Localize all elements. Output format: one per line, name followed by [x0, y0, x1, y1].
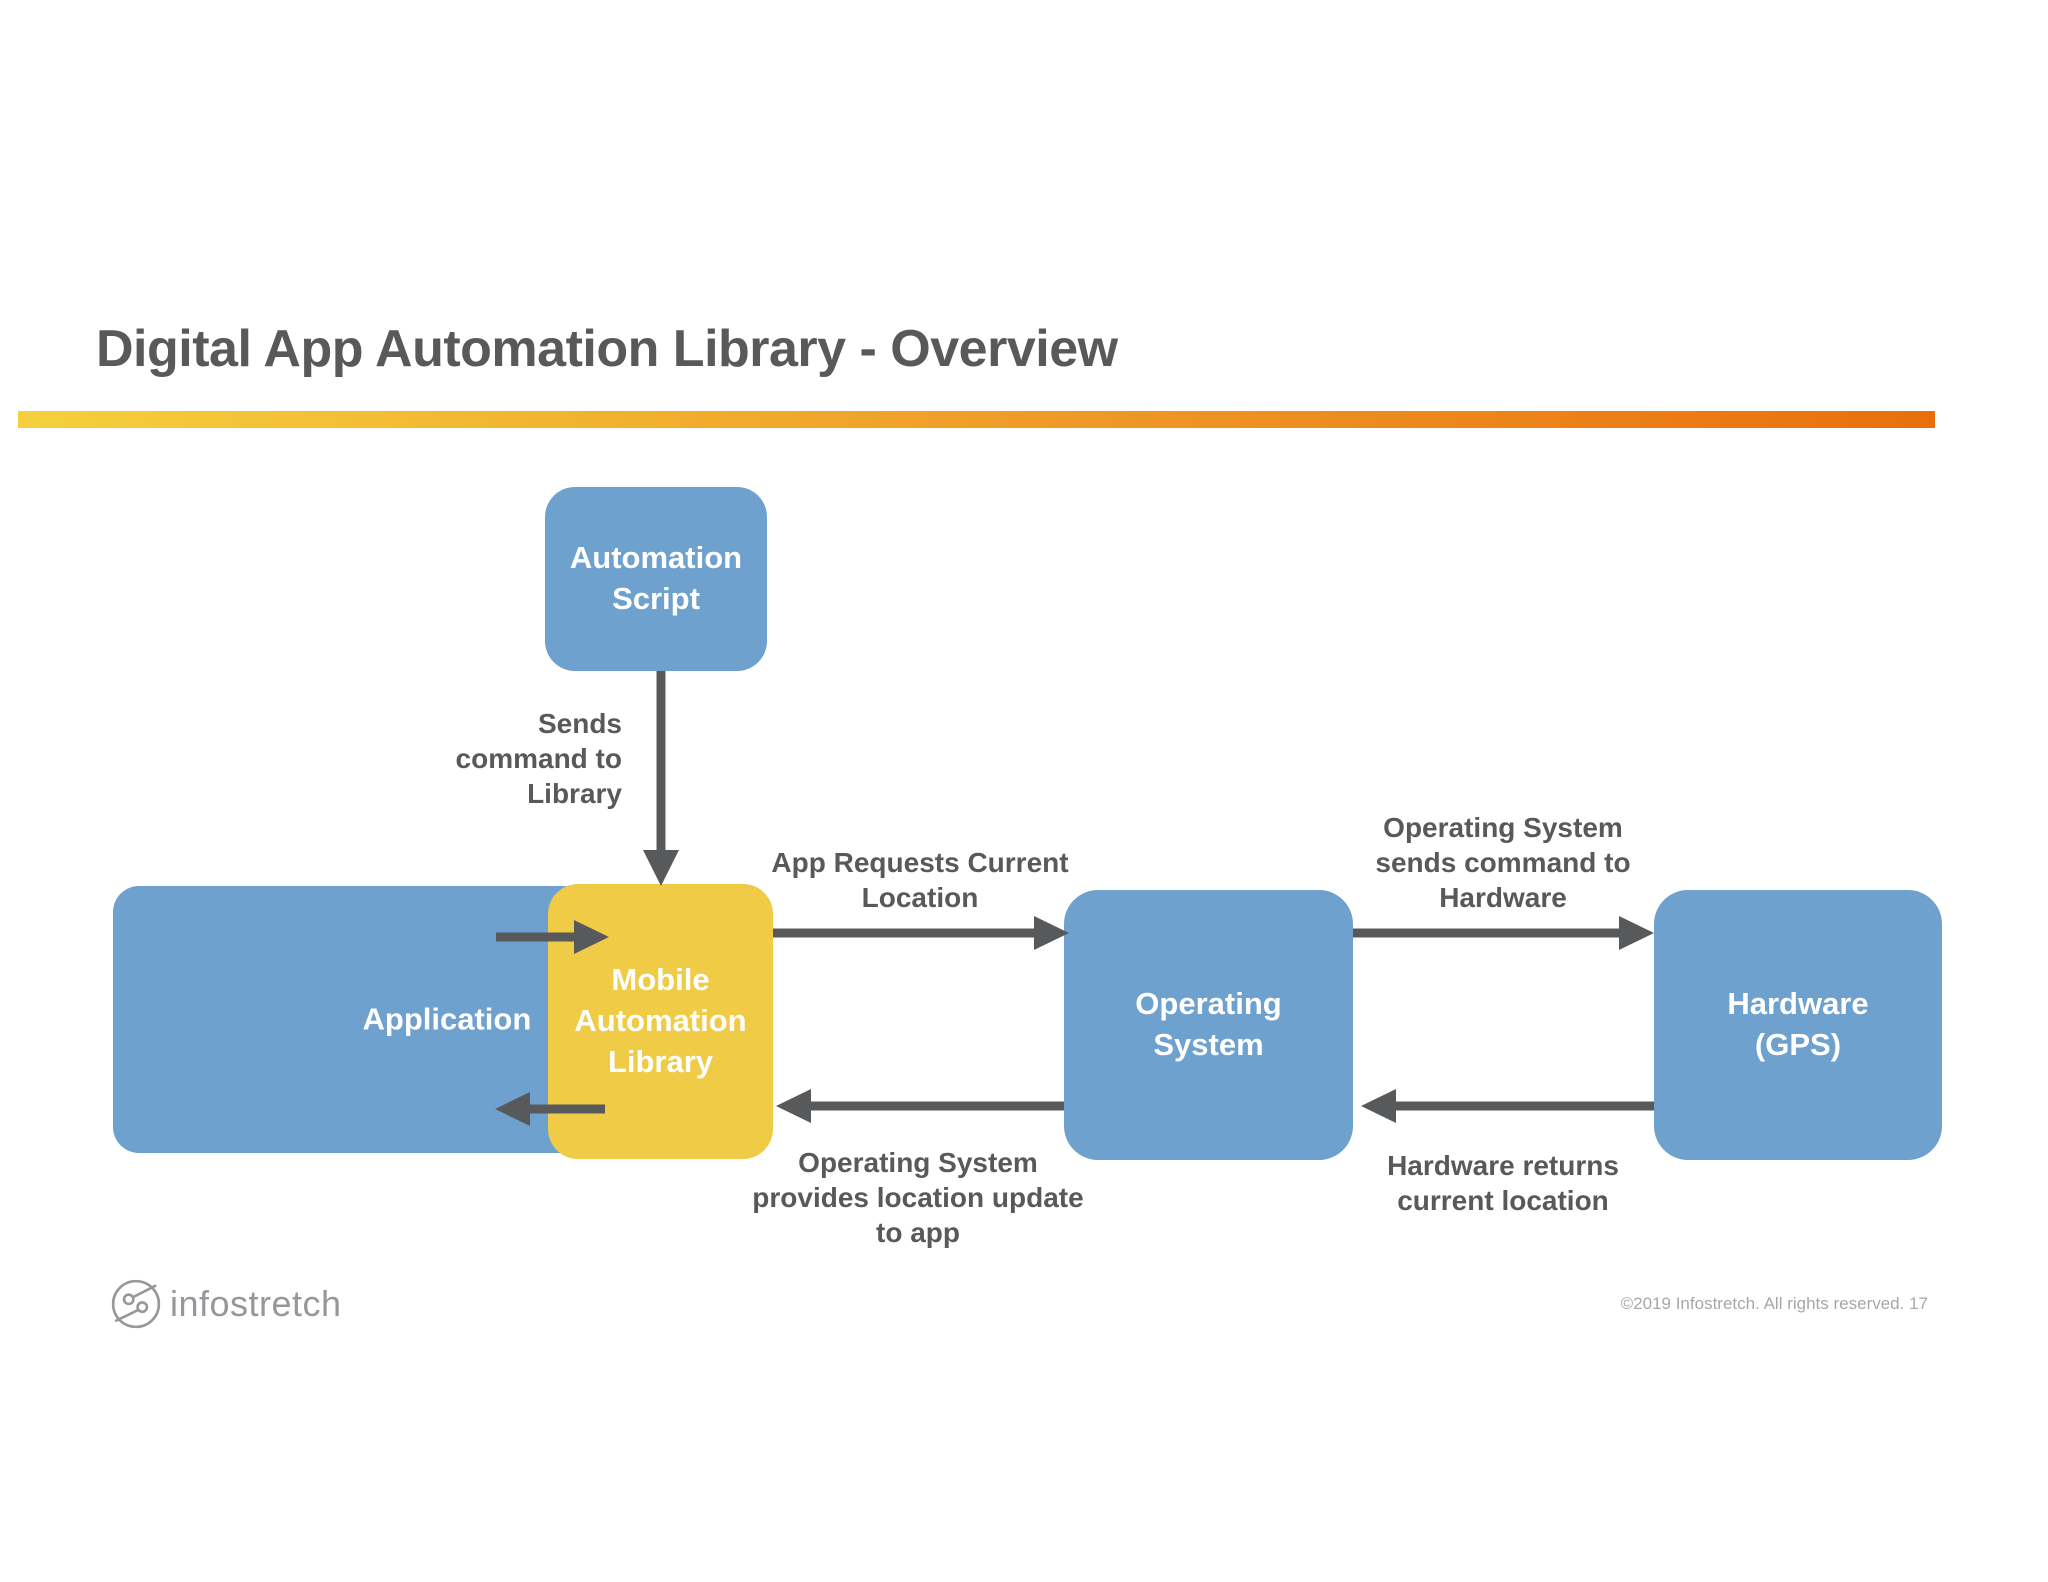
node-automation-script: Automation Script [545, 487, 767, 671]
arrow-os-to-hardware-head [1619, 916, 1654, 950]
copyright-text: ©2019 Infostretch. All rights reserved. … [1620, 1294, 1928, 1313]
node-hardware-label: Hardware (GPS) [1727, 986, 1869, 1062]
arrow-script-to-library-head [643, 850, 679, 886]
edge-label-os-provides-location-update: Operating System provides location updat… [752, 1147, 1084, 1248]
node-operating-system-label: Operating System [1135, 986, 1282, 1062]
node-mobile-automation-library: Mobile Automation Library [548, 884, 773, 1159]
node-application: Application [113, 886, 590, 1153]
edge-label-sends-command-to-library: Sends command to Library [455, 708, 622, 809]
arrow-hardware-to-os-head [1361, 1089, 1396, 1123]
arrow-os-to-library-head [776, 1089, 811, 1123]
edge-label-app-requests-current-location: App Requests Current Location [771, 847, 1069, 913]
page-title: Digital App Automation Library - Overvie… [96, 320, 1118, 378]
node-mobile-automation-library-label: Mobile Automation Library [574, 962, 747, 1079]
infostretch-logo-text: infostretch [170, 1283, 342, 1324]
edge-label-hardware-returns-current-location: Hardware returns current location [1387, 1150, 1619, 1216]
node-automation-script-label: Automation Script [569, 540, 743, 616]
infostretch-logo: infostretch [110, 1278, 342, 1330]
node-application-label: Application [362, 1001, 532, 1037]
infostretch-nodes-icon [111, 1279, 161, 1329]
edge-label-os-sends-command-to-hardware: Operating System sends command to Hardwa… [1375, 812, 1631, 913]
node-hardware: Hardware (GPS) [1654, 890, 1942, 1160]
accent-gradient-bar [18, 411, 1935, 428]
node-operating-system: Operating System [1064, 890, 1353, 1160]
